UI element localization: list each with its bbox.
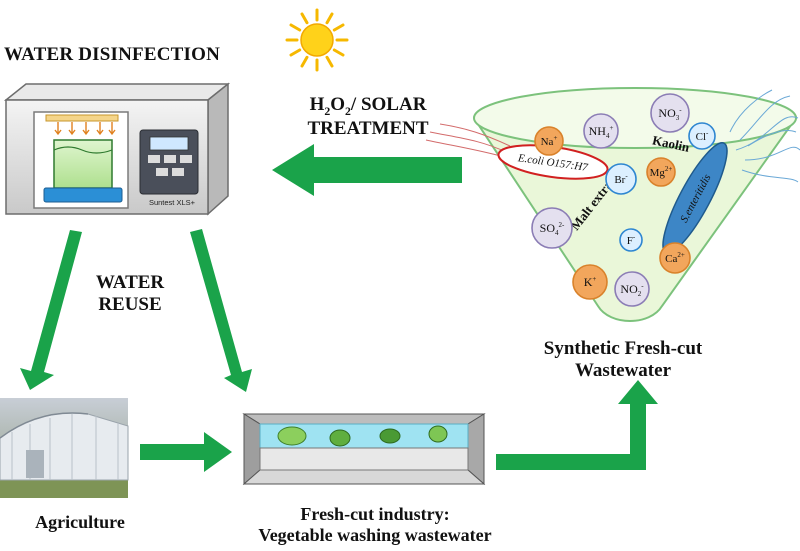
ion-so4: SO42- bbox=[531, 207, 573, 249]
vegetables-icon bbox=[277, 425, 448, 447]
sun-icon bbox=[285, 8, 349, 72]
ion-k: K+ bbox=[572, 264, 608, 300]
ion-br: Br- bbox=[605, 163, 637, 195]
ion-so4-label: SO42- bbox=[540, 221, 565, 237]
treatment-label: H2O2/ SOLAR TREATMENT bbox=[307, 94, 429, 140]
ion-k-label: K+ bbox=[584, 275, 597, 289]
washing-trough bbox=[242, 413, 486, 486]
greenhouse-image bbox=[0, 398, 129, 498]
water-reuse-label: WATER REUSE bbox=[95, 272, 165, 315]
suntest-device: Suntest XLS+ bbox=[3, 82, 231, 216]
arrow-water-reuse bbox=[20, 230, 82, 390]
ion-cl-label: Cl- bbox=[696, 129, 709, 143]
ion-mg: Mg2+ bbox=[646, 157, 676, 187]
ion-no3: NO3- bbox=[650, 93, 690, 133]
arrow-to-freshcut bbox=[190, 229, 252, 392]
ion-na: Na+ bbox=[534, 126, 564, 156]
arrow-agriculture-to-freshcut bbox=[140, 432, 232, 472]
ion-mg-label: Mg2+ bbox=[650, 165, 673, 179]
ion-no2-label: NO2- bbox=[620, 282, 644, 298]
freshcut-industry-label: Fresh-cut industry: Vegetable washing wa… bbox=[258, 504, 492, 545]
ion-nh4: NH4+ bbox=[583, 113, 619, 149]
ion-f: F- bbox=[619, 228, 643, 252]
ion-ca-label: Ca2+ bbox=[665, 251, 685, 265]
synthetic-wastewater-label: Synthetic Fresh-cut Wastewater bbox=[543, 338, 703, 381]
device-brand-label: Suntest XLS+ bbox=[149, 198, 196, 207]
water-disinfection-title: WATER DISINFECTION bbox=[4, 44, 220, 65]
ion-br-label: Br- bbox=[614, 172, 628, 186]
ion-ca: Ca2+ bbox=[659, 242, 691, 274]
arrow-treatment bbox=[272, 144, 462, 196]
ion-f-label: F- bbox=[627, 233, 636, 247]
ion-na-label: Na+ bbox=[541, 134, 558, 148]
synthetic-wastewater-funnel: E.coli O157:H7 S.enteritidis Kaolin Malt… bbox=[425, 87, 800, 322]
control-screen bbox=[149, 136, 189, 151]
flow-arrows bbox=[20, 144, 658, 472]
arrow-to-synthetic bbox=[496, 380, 658, 470]
ion-no2: NO2- bbox=[614, 271, 650, 307]
ion-no3-label: NO3- bbox=[658, 106, 682, 122]
ion-cl: Cl- bbox=[688, 122, 716, 150]
agriculture-label: Agriculture bbox=[35, 512, 125, 532]
ion-nh4-label: NH4+ bbox=[589, 124, 614, 140]
